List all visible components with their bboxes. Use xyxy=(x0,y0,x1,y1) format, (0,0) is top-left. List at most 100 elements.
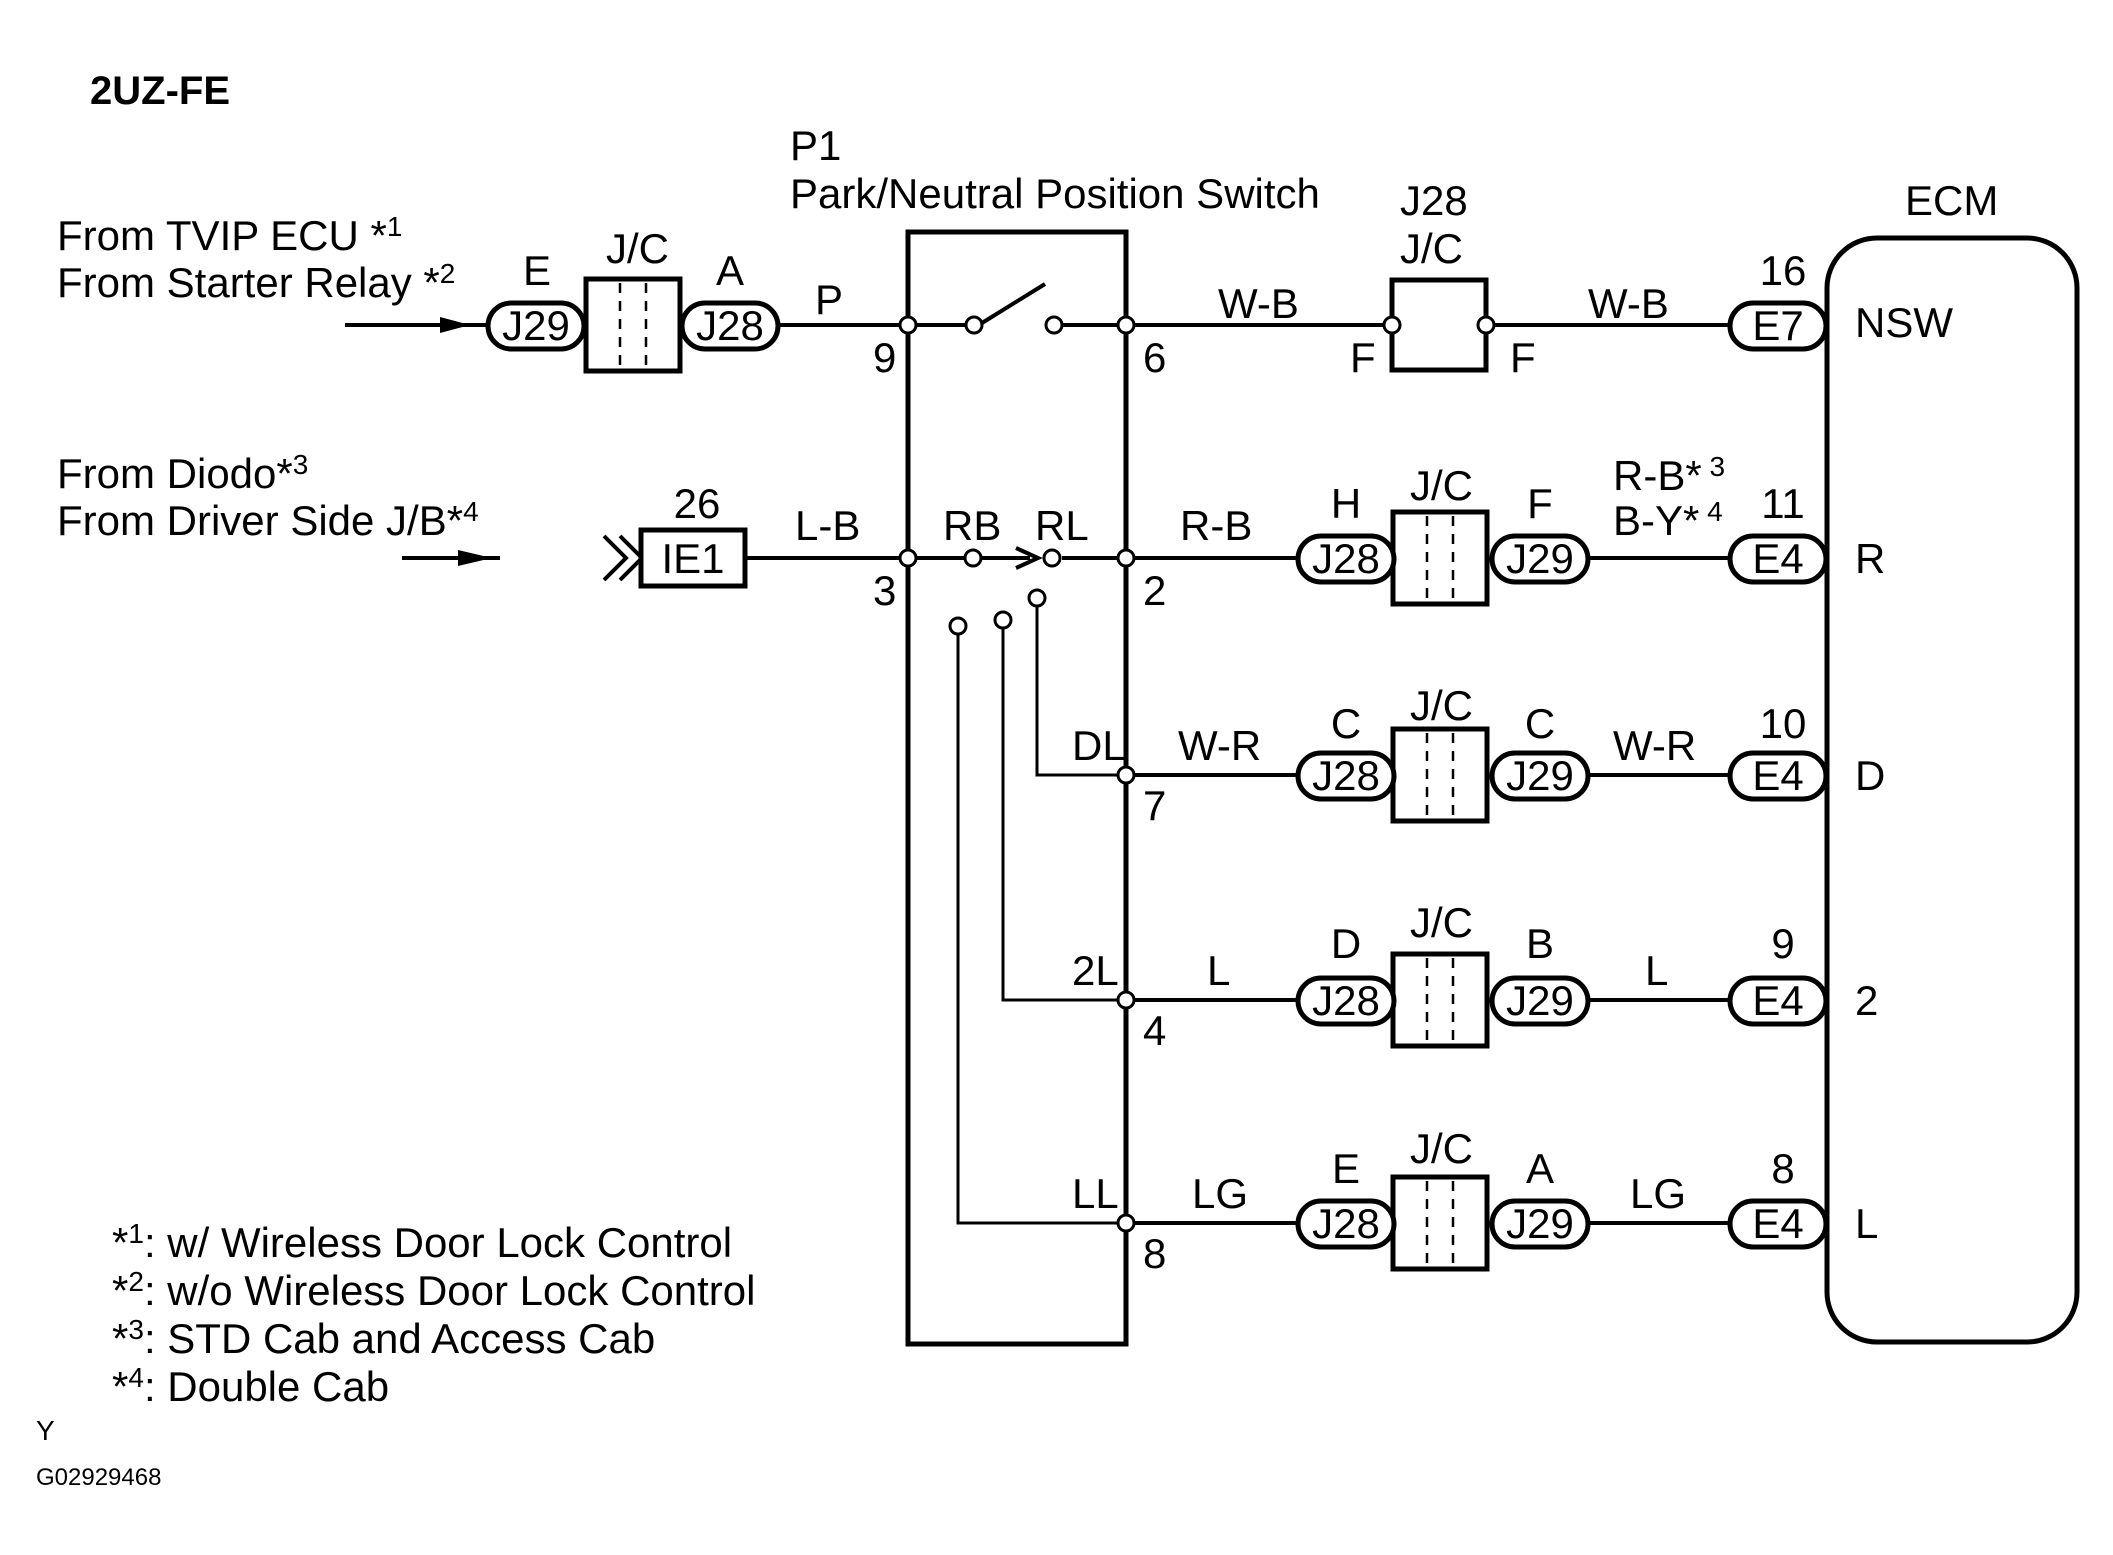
pin-row2-out: 2 xyxy=(1143,567,1166,614)
contact-dl-pole xyxy=(1027,588,1047,608)
svg-text:J28: J28 xyxy=(1312,977,1380,1024)
terminal-6 xyxy=(1116,315,1136,335)
terminal-4 xyxy=(1116,990,1136,1010)
jc-node xyxy=(1382,315,1402,335)
wire-row3-mid: W-R xyxy=(1178,722,1261,769)
source-starter-relay: From Starter Relay *2 xyxy=(57,258,455,306)
dl-internal-wire xyxy=(1035,606,1126,777)
svg-text:J28: J28 xyxy=(1312,1200,1380,1247)
pin-row5-jc-right: A xyxy=(1526,1145,1554,1192)
jc-box-row4 xyxy=(1393,954,1487,1046)
pin-row4-out: 4 xyxy=(1143,1007,1166,1054)
switch-contact xyxy=(964,315,984,335)
connector-row1-j28: J28 xyxy=(679,300,781,352)
footnotes: *1: w/ Wireless Door Lock Control *2: w/… xyxy=(112,1218,755,1410)
jc-box-row1-right xyxy=(1389,277,1489,373)
ie1-pin: 26 xyxy=(674,480,721,527)
connector-row1-j29: J29 xyxy=(485,300,587,352)
ecm-connector-row5: E4 xyxy=(1727,1198,1829,1250)
svg-text:J29: J29 xyxy=(1506,535,1574,582)
ie1-connector: IE1 xyxy=(638,527,748,589)
svg-text:E4: E4 xyxy=(1752,1200,1803,1247)
wire-row1-mid: W-B xyxy=(1218,280,1299,327)
pin-row5-jc-left: E xyxy=(1332,1145,1360,1192)
contact-rb xyxy=(963,548,983,568)
ecm-title: ECM xyxy=(1905,177,1998,224)
svg-text:J29: J29 xyxy=(1506,1200,1574,1247)
footnote: *2: w/o Wireless Door Lock Control xyxy=(112,1266,755,1314)
jc-ref-row1: J28 xyxy=(1400,177,1468,224)
jc-box-row2 xyxy=(1393,512,1487,604)
svg-text:E7: E7 xyxy=(1752,302,1803,349)
ecm-connector-row1: E7 xyxy=(1727,300,1829,352)
ecm-term-2: 2 xyxy=(1855,977,1878,1024)
ecm-pin-row3: 10 xyxy=(1760,700,1807,747)
pin-row3-jc-right: C xyxy=(1525,700,1555,747)
arrow-icon xyxy=(440,317,470,333)
connector-row2-j28: J28 xyxy=(1295,533,1397,585)
pin-row2-jc-right: F xyxy=(1527,480,1553,527)
pin-row2-jc-left: H xyxy=(1331,480,1361,527)
contact-ll-pole xyxy=(948,616,968,636)
jc-box-row1-left xyxy=(586,279,680,371)
connector-row4-j28: J28 xyxy=(1295,975,1397,1027)
jc-box-row5 xyxy=(1393,1177,1487,1269)
arrow-icon xyxy=(458,550,492,566)
wire-row5-out: LG xyxy=(1630,1170,1686,1217)
ll-internal-wire xyxy=(956,634,1126,1225)
contact-rl-label: RL xyxy=(1035,502,1089,549)
contact-rb-label: RB xyxy=(943,502,1001,549)
terminal-7 xyxy=(1116,765,1136,785)
connector-row5-j29: J29 xyxy=(1489,1198,1591,1250)
jc-pin-row1-left: F xyxy=(1350,334,1376,381)
contact-2l-pole xyxy=(993,610,1013,630)
ecm-connector-row2: E4 xyxy=(1727,533,1829,585)
source-diode: From Diodo*3 xyxy=(57,449,308,497)
svg-text:J28: J28 xyxy=(1312,535,1380,582)
figure-id: G02929468 xyxy=(36,1464,161,1491)
wire-row2-out-b: B-Y* 4 xyxy=(1613,496,1723,544)
svg-text:E4: E4 xyxy=(1752,752,1803,799)
jc-label-row4: J/C xyxy=(1410,899,1473,946)
pin-row3-jc-left: C xyxy=(1331,700,1361,747)
switch-ref: P1 xyxy=(790,122,841,169)
ecm-term-d: D xyxy=(1855,752,1885,799)
jc-label-row2: J/C xyxy=(1410,462,1473,509)
footnote: *1: w/ Wireless Door Lock Control xyxy=(112,1218,732,1266)
wire-row2-in: L-B xyxy=(795,502,860,549)
footnote: *3: STD Cab and Access Cab xyxy=(112,1314,655,1362)
pin-row4-jc-left: D xyxy=(1331,920,1361,967)
jc-label-row1-left: J/C xyxy=(606,225,669,272)
pin-row1-left: E xyxy=(523,247,551,294)
wire-row2-mid: R-B xyxy=(1180,502,1252,549)
ecm-term-l: L xyxy=(1855,1200,1878,1247)
wire-row4-mid: L xyxy=(1207,947,1230,994)
ecm-pin-row5: 8 xyxy=(1771,1145,1794,1192)
footer-y-mark: Y xyxy=(36,1415,55,1446)
footnote: *4: Double Cab xyxy=(112,1362,389,1410)
pin-row4-jc-right: B xyxy=(1526,920,1554,967)
terminal-8 xyxy=(1116,1213,1136,1233)
ecm-term-nsw: NSW xyxy=(1855,299,1953,346)
wire-row1-out: W-B xyxy=(1588,280,1669,327)
jc-label-row1-right: J/C xyxy=(1400,225,1463,272)
svg-text:J29: J29 xyxy=(1506,977,1574,1024)
pin-row1-in: 9 xyxy=(873,334,896,381)
jc-label-row3: J/C xyxy=(1410,682,1473,729)
connector-row5-j28: J28 xyxy=(1295,1198,1397,1250)
source-tvip-ecu: From TVIP ECU *1 xyxy=(57,211,402,259)
engine-title: 2UZ-FE xyxy=(90,69,230,113)
park-neutral-switch-body xyxy=(905,229,1129,1347)
ecm-connector-row3: E4 xyxy=(1727,750,1829,802)
ecm-connector-row4: E4 xyxy=(1727,975,1829,1027)
contact-ll-label: LL xyxy=(1072,1170,1119,1217)
connector-row3-j28: J28 xyxy=(1295,750,1397,802)
svg-text:J29: J29 xyxy=(502,302,570,349)
source-driver-jb: From Driver Side J/B*4 xyxy=(57,496,479,544)
2l-internal-wire xyxy=(1001,628,1126,1002)
svg-text:J28: J28 xyxy=(1312,752,1380,799)
ecm-term-r: R xyxy=(1855,535,1885,582)
svg-text:J29: J29 xyxy=(1506,752,1574,799)
contact-rl xyxy=(1042,548,1062,568)
pin-row1-out: 6 xyxy=(1143,334,1166,381)
